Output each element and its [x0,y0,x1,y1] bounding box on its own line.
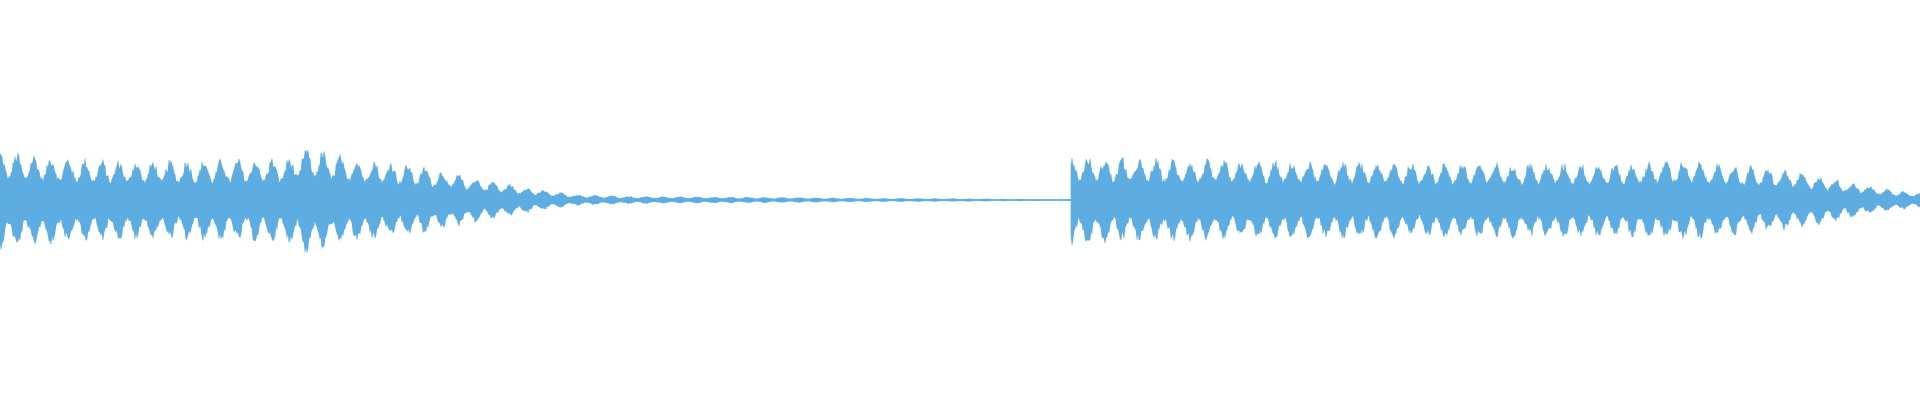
waveform-segment-1 [0,149,1076,253]
waveform-segment-2 [1070,156,1920,246]
